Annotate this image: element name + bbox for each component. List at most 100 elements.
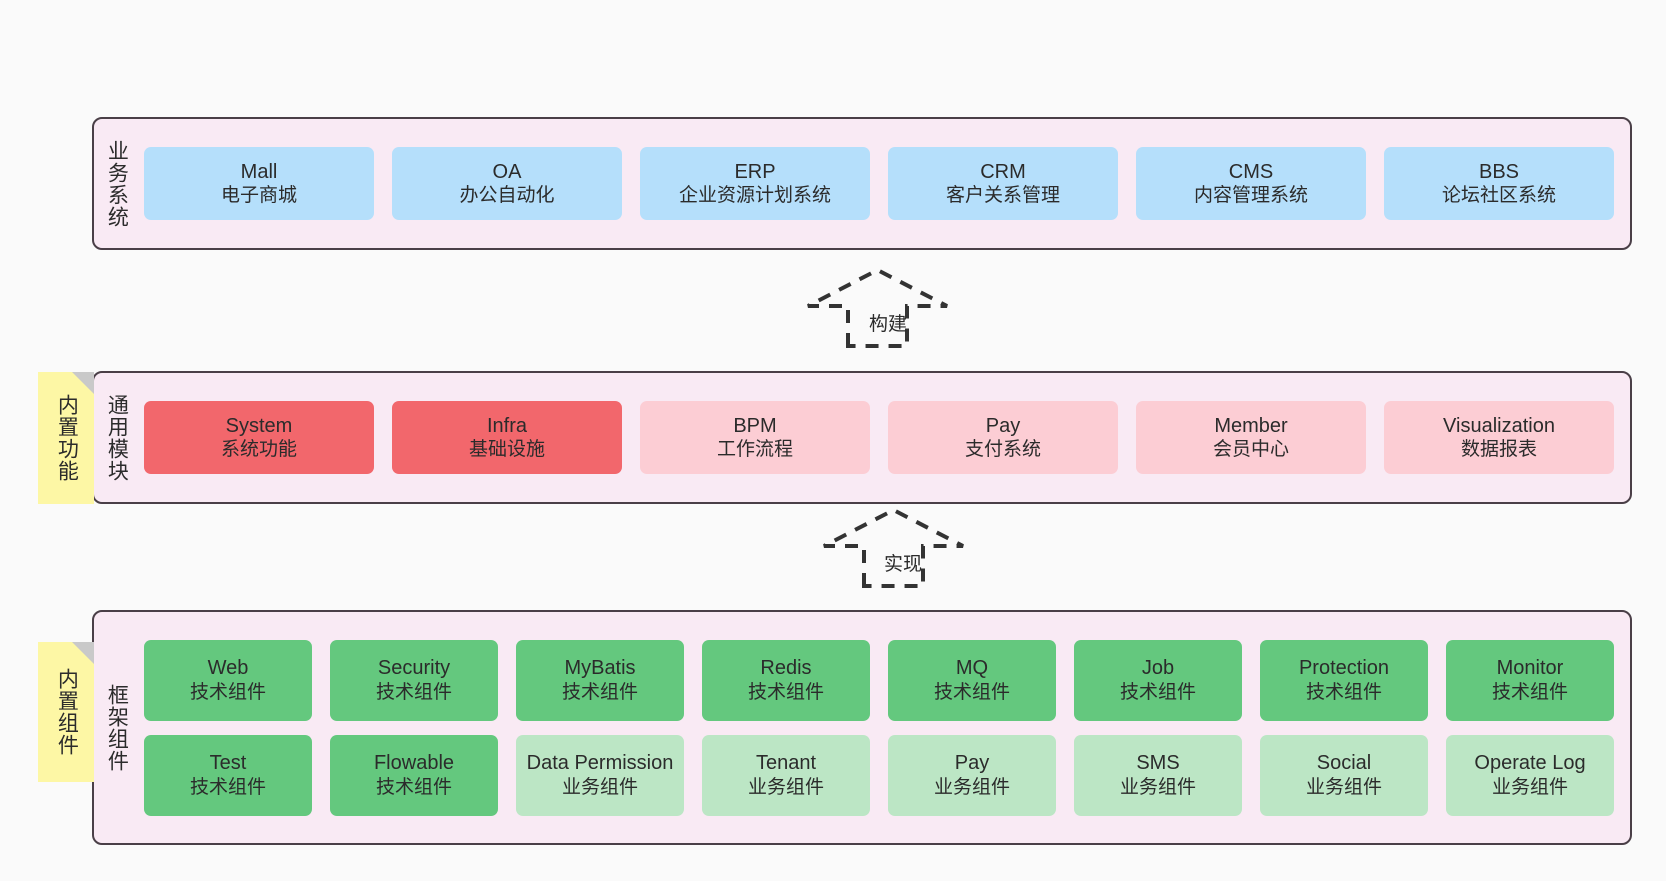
card-title-cn: 系统功能 <box>220 439 297 461</box>
card-monitor[interactable]: Monitor 技术组件 <box>1446 639 1614 721</box>
card-title-cn: 技术组件 <box>375 776 452 798</box>
card-title-en: Protection <box>1298 657 1390 680</box>
card-mybatis[interactable]: MyBatis 技术组件 <box>516 639 684 721</box>
card-mq[interactable]: MQ 技术组件 <box>888 639 1056 721</box>
card-title-cn: 业务组件 <box>933 776 1010 798</box>
card-title-en: MyBatis <box>564 657 636 680</box>
card-row: Web 技术组件 Security 技术组件 MyBatis 技术组件 Redi… <box>144 639 1614 721</box>
card-tenant[interactable]: Tenant 业务组件 <box>702 734 870 816</box>
layer-body-framework-component: Web 技术组件 Security 技术组件 MyBatis 技术组件 Redi… <box>138 612 1630 843</box>
card-data-permission[interactable]: Data Permission 业务组件 <box>516 734 684 816</box>
card-title-cn: 技术组件 <box>189 681 266 703</box>
card-title-en: Test <box>209 752 247 775</box>
card-title-cn: 基础设施 <box>468 439 545 461</box>
card-title-cn: 客户关系管理 <box>945 185 1060 207</box>
card-bpm[interactable]: BPM 工作流程 <box>640 401 870 474</box>
layer-common-module: 通用模块 System 系统功能 Infra 基础设施 BPM 工作流程 Pay… <box>92 371 1632 504</box>
card-title-en: Data Permission <box>526 752 674 775</box>
card-pay-component[interactable]: Pay 业务组件 <box>888 734 1056 816</box>
card-title-cn: 技术组件 <box>375 681 452 703</box>
card-title-en: Security <box>377 657 451 680</box>
card-operate-log[interactable]: Operate Log 业务组件 <box>1446 734 1614 816</box>
connector-implement-arrow <box>816 507 971 588</box>
card-system[interactable]: System 系统功能 <box>144 401 374 474</box>
card-title-en: Visualization <box>1443 414 1555 437</box>
card-oa[interactable]: OA 办公自动化 <box>392 147 622 220</box>
card-title-cn: 业务组件 <box>1491 776 1568 798</box>
card-infra[interactable]: Infra 基础设施 <box>392 401 622 474</box>
card-title-cn: 技术组件 <box>561 681 638 703</box>
card-title-en: BBS <box>1478 160 1520 183</box>
connector-build-arrow <box>800 267 955 348</box>
card-crm[interactable]: CRM 客户关系管理 <box>888 147 1118 220</box>
card-title-en: MQ <box>955 657 989 680</box>
card-title-en: Infra <box>486 414 528 437</box>
card-cms[interactable]: CMS 内容管理系统 <box>1136 147 1366 220</box>
connector-build-label: 构建 <box>869 314 908 335</box>
card-title-cn: 业务组件 <box>561 776 638 798</box>
card-title-cn: 业务组件 <box>747 776 824 798</box>
card-title-en: Social <box>1316 752 1372 775</box>
card-job[interactable]: Job 技术组件 <box>1074 639 1242 721</box>
card-title-en: Pay <box>985 414 1021 437</box>
card-title-cn: 支付系统 <box>964 439 1041 461</box>
card-erp[interactable]: ERP 企业资源计划系统 <box>640 147 870 220</box>
card-title-en: Mall <box>240 160 278 183</box>
layer-title-framework-component: 框架组件 <box>105 683 129 772</box>
card-title-en: Flowable <box>373 752 455 775</box>
note-builtin-component-label: 内置组件 <box>55 668 79 756</box>
card-sms[interactable]: SMS 业务组件 <box>1074 734 1242 816</box>
card-member[interactable]: Member 会员中心 <box>1136 401 1366 474</box>
card-title-cn: 电子商城 <box>220 185 297 207</box>
card-security[interactable]: Security 技术组件 <box>330 639 498 721</box>
card-title-en: SMS <box>1136 752 1180 775</box>
page-fold-icon <box>72 642 94 664</box>
card-title-cn: 办公自动化 <box>459 185 555 207</box>
layer-title-business-system: 业务系统 <box>105 139 129 228</box>
card-title-en: System <box>225 414 293 437</box>
card-title-en: Member <box>1214 414 1288 437</box>
card-bbs[interactable]: BBS 论坛社区系统 <box>1384 147 1614 220</box>
card-title-cn: 企业资源计划系统 <box>678 185 831 207</box>
card-title-en: Operate Log <box>1474 752 1586 775</box>
card-protection[interactable]: Protection 技术组件 <box>1260 639 1428 721</box>
card-title-cn: 业务组件 <box>1119 776 1196 798</box>
card-visualization[interactable]: Visualization 数据报表 <box>1384 401 1614 474</box>
layer-title-common-module: 通用模块 <box>105 393 129 482</box>
card-title-en: Tenant <box>755 752 817 775</box>
card-title-en: Pay <box>954 752 990 775</box>
card-title-cn: 会员中心 <box>1212 439 1289 461</box>
card-title-cn: 业务组件 <box>1305 776 1382 798</box>
layer-body-business-system: Mall 电子商城 OA 办公自动化 ERP 企业资源计划系统 CRM 客户关系… <box>138 119 1630 248</box>
note-builtin-function-label: 内置功能 <box>55 394 79 482</box>
card-title-cn: 数据报表 <box>1460 439 1537 461</box>
card-row: Mall 电子商城 OA 办公自动化 ERP 企业资源计划系统 CRM 客户关系… <box>144 147 1614 220</box>
card-title-en: BPM <box>733 414 777 437</box>
card-pay-module[interactable]: Pay 支付系统 <box>888 401 1118 474</box>
card-flowable[interactable]: Flowable 技术组件 <box>330 734 498 816</box>
card-title-en: CRM <box>980 160 1026 183</box>
card-test[interactable]: Test 技术组件 <box>144 734 312 816</box>
card-mall[interactable]: Mall 电子商城 <box>144 147 374 220</box>
card-title-en: ERP <box>734 160 776 183</box>
connector-implement-label: 实现 <box>884 554 923 575</box>
card-title-cn: 技术组件 <box>189 776 266 798</box>
card-title-en: Web <box>207 657 249 680</box>
card-row: Test 技术组件 Flowable 技术组件 Data Permission … <box>144 734 1614 816</box>
card-title-cn: 技术组件 <box>747 681 824 703</box>
card-title-en: CMS <box>1228 160 1274 183</box>
layer-body-common-module: System 系统功能 Infra 基础设施 BPM 工作流程 Pay 支付系统… <box>138 373 1630 502</box>
note-builtin-function: 内置功能 <box>38 372 94 504</box>
card-title-en: Redis <box>760 657 812 680</box>
card-web[interactable]: Web 技术组件 <box>144 639 312 721</box>
card-title-cn: 论坛社区系统 <box>1441 185 1556 207</box>
card-title-cn: 技术组件 <box>1305 681 1382 703</box>
card-title-cn: 技术组件 <box>933 681 1010 703</box>
card-title-en: Job <box>1141 657 1175 680</box>
layer-business-system: 业务系统 Mall 电子商城 OA 办公自动化 ERP 企业资源计划系统 CRM… <box>92 117 1632 250</box>
card-social[interactable]: Social 业务组件 <box>1260 734 1428 816</box>
card-title-cn: 工作流程 <box>716 439 793 461</box>
card-redis[interactable]: Redis 技术组件 <box>702 639 870 721</box>
card-title-cn: 技术组件 <box>1491 681 1568 703</box>
